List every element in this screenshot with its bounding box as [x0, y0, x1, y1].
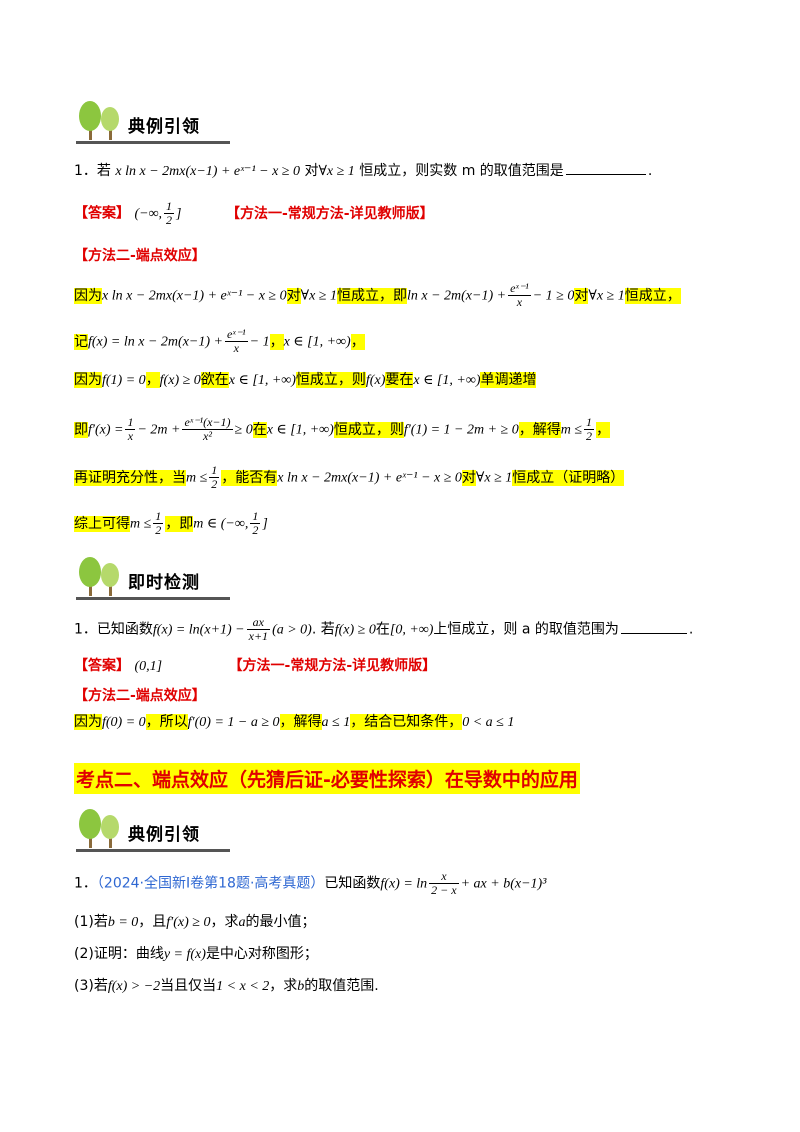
question-3-part-3: (3)若f(x) > −2当且仅当1 < x < 2，求b的取值范围.: [74, 978, 379, 994]
section-underline: [76, 141, 230, 144]
tree-icon: [79, 101, 119, 140]
solution-line-3: 因为f(1) = 0，f(x) ≥ 0欲在x ∈ [1, +∞)恒成立，则f(x…: [74, 372, 537, 388]
section-header-example-2: 典例引领: [76, 806, 230, 852]
section-title: 典例引领: [128, 825, 200, 845]
section-title: 即时检测: [128, 573, 200, 593]
answer-2: 【答案】 (0,1] 【方法一-常规方法-详见教师版】: [74, 658, 437, 674]
question-source: （2024·全国新Ⅰ卷第18题·高考真题）: [96, 875, 325, 892]
question-1: 1．若 x ln x − 2mx(x−1) + eˣ⁻¹ − x ≥ 0 对∀x…: [74, 160, 652, 182]
solution-line-1: 因为x ln x − 2mx(x−1) + eˣ⁻¹ − x ≥ 0对∀x ≥ …: [74, 281, 681, 309]
answer-blank: [620, 619, 687, 634]
question-3-part-1: (1)若b = 0，且f′(x) ≥ 0，求a的最小值；: [74, 914, 316, 930]
section-underline: [76, 597, 230, 600]
question-3-part-2: (2)证明：曲线y = f(x)是中心对称图形；: [74, 946, 318, 962]
method-2-label: 【方法二-端点效应】: [74, 248, 206, 264]
solution-2: 因为f(0) = 0，所以f′(0) = 1 − a ≥ 0，解得a ≤ 1，结…: [74, 714, 515, 730]
section-title: 典例引领: [128, 117, 200, 137]
tree-icon: [79, 809, 119, 848]
section-header-check: 即时检测: [76, 554, 230, 600]
tree-icon: [79, 557, 119, 596]
topic-title: 考点二、端点效应（先猜后证-必要性探索）在导数中的应用: [74, 763, 580, 794]
section-header-example: 典例引领: [76, 98, 230, 144]
section-underline: [76, 849, 230, 852]
method-2-label-2: 【方法二-端点效应】: [74, 688, 206, 704]
answer-blank: [565, 160, 646, 175]
